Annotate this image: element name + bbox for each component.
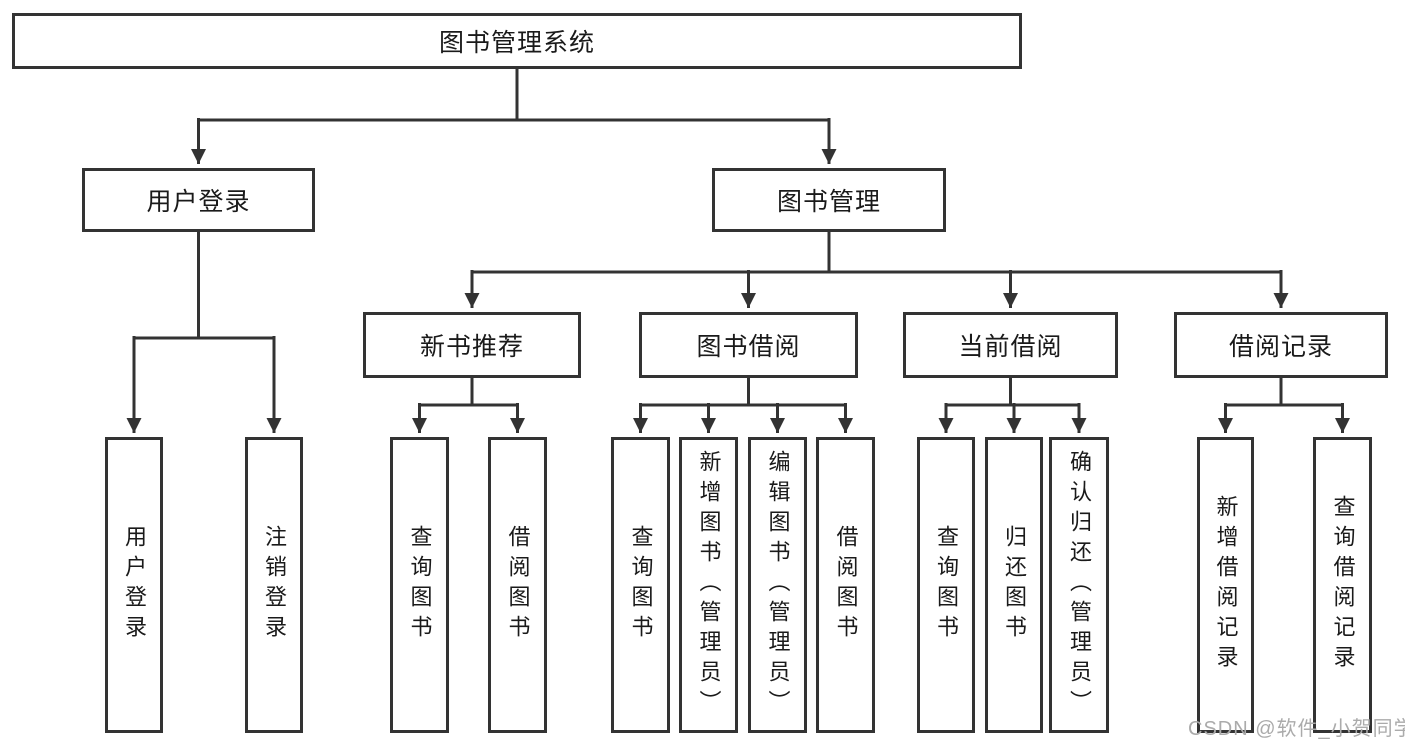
node-borrow-records: 借阅记录 [1174,312,1388,378]
leaf-records-query-record: 查询借阅记录 [1313,437,1372,733]
node-current-borrow: 当前借阅 [903,312,1118,378]
leaf-user-login: 用户登录 [105,437,163,733]
node-new-book-recommend: 新书推荐 [363,312,581,378]
csdn-watermark: CSDN @软件_小贺同学 [1188,718,1405,740]
leaf-borrow-query-book: 查询图书 [611,437,670,733]
leaf-current-confirm-return: 确认归还（管理员） [1049,437,1109,733]
leaf-current-return-book: 归还图书 [985,437,1043,733]
leaf-logout-login: 注销登录 [245,437,303,733]
leaf-borrow-add-book: 新增图书（管理员） [679,437,738,733]
node-book-management: 图书管理 [712,168,946,232]
node-root-system: 图书管理系统 [12,13,1022,69]
leaf-recommend-borrow-book: 借阅图书 [488,437,547,733]
leaf-recommend-query-book: 查询图书 [390,437,449,733]
leaf-borrow-edit-book: 编辑图书（管理员） [748,437,807,733]
leaf-current-query-book: 查询图书 [917,437,975,733]
leaf-borrow-borrow-book: 借阅图书 [816,437,875,733]
node-book-borrow: 图书借阅 [639,312,858,378]
node-user-login: 用户登录 [82,168,315,232]
leaf-records-add-record: 新增借阅记录 [1197,437,1254,733]
